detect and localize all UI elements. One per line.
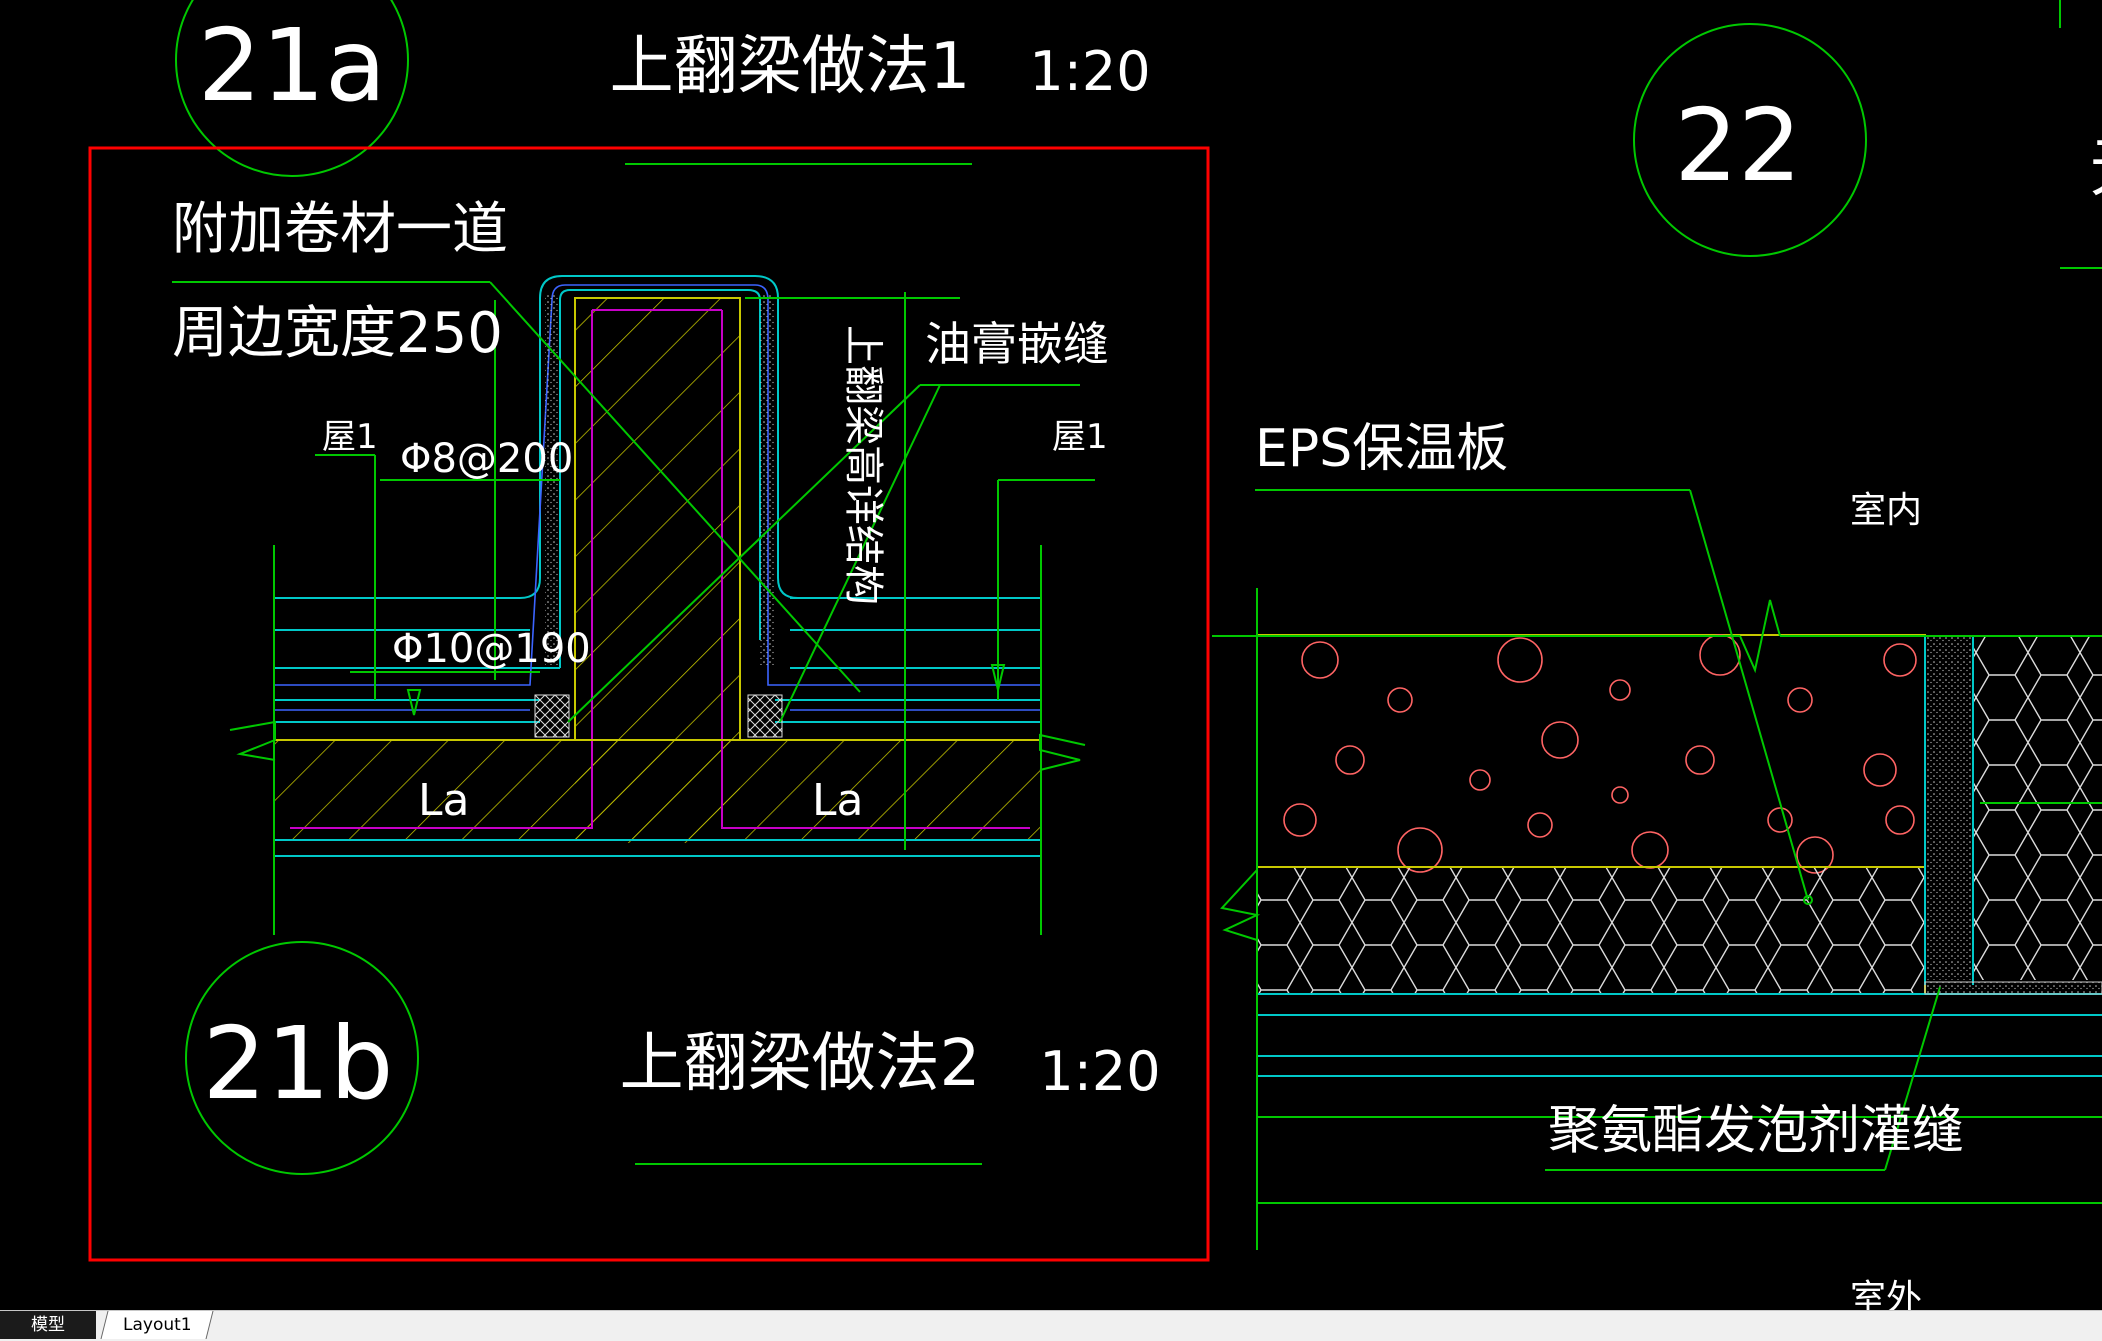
detail-marker-21b: 21b [203, 1005, 394, 1122]
anchor-label-left: La [418, 775, 469, 826]
detail-22-linework [1212, 489, 2102, 1250]
layout-tab-bar: 模型 Layout1 [0, 1310, 2102, 1341]
detail-21b-section[interactable]: 附加卷材一道 周边宽度250 屋1 屋1 Φ8@200 Φ10@190 油膏嵌缝… [172, 197, 1109, 935]
leader-lines [172, 281, 1095, 723]
detail-marker-circle-22 [1633, 23, 1867, 257]
tab-layout1-label: Layout1 [122, 1315, 192, 1335]
tab-model[interactable]: 模型 [0, 1311, 96, 1339]
sealant-label: 油膏嵌缝 [925, 317, 1109, 371]
tab-layout1[interactable]: Layout1 [100, 1311, 214, 1339]
model-space-canvas[interactable]: 21a 上翻梁做法1 1:20 [0, 0, 2102, 1310]
cropped-title-char: 无 [2090, 132, 2102, 206]
detail-marker-circle-21a [175, 0, 409, 177]
level-label-right: 屋1 [1052, 417, 1108, 457]
rebar-lines [290, 310, 1030, 829]
detail-22[interactable]: 22 无 [1212, 0, 2102, 1310]
aggregate-layer [1256, 634, 1926, 868]
detail-scale-21b: 1:20 [1039, 1040, 1160, 1103]
beam-height-label: 上翻梁高详结构 [840, 325, 886, 605]
foam-joint [1925, 635, 1973, 980]
note-additional-membrane: 附加卷材一道 [172, 197, 508, 262]
detail-marker-circle-21b [185, 941, 419, 1175]
aggregate-circles [1283, 634, 1917, 874]
detail-marker-22: 22 [1674, 87, 1801, 204]
detail-21b-header: 21b 上翻梁做法2 1:20 [185, 941, 1161, 1175]
detail-21a-header: 21a 上翻梁做法1 1:20 [175, 0, 1151, 177]
note-perimeter-width: 周边宽度250 [172, 301, 503, 366]
eps-board-label: EPS保温板 [1255, 419, 1508, 479]
cad-drawing[interactable]: 21a 上翻梁做法1 1:20 [0, 0, 2102, 1310]
rebar-label-phi8: Φ8@200 [400, 436, 573, 482]
sealant-right [747, 694, 783, 738]
detail-title-21a: 上翻梁做法1 [610, 30, 971, 104]
outdoor-label: 室外 [1850, 1278, 1922, 1310]
tab-model-label: 模型 [31, 1315, 65, 1335]
detail-marker-21a: 21a [198, 7, 387, 124]
beam-hatch [575, 298, 740, 843]
detail-scale-21a: 1:20 [1029, 40, 1150, 103]
indoor-label: 室内 [1850, 490, 1922, 531]
selection-rectangle[interactable] [88, 146, 1210, 1262]
rebar-label-phi10: Φ10@190 [392, 626, 591, 672]
wall-insulation [1973, 635, 2102, 980]
level-label-left: 屋1 [322, 417, 378, 457]
detail-title-21b: 上翻梁做法2 [620, 1027, 981, 1101]
waterproof-layers [275, 275, 1040, 723]
anchor-label-right: La [812, 775, 863, 826]
foam-joint-label: 聚氨酯发泡剂灌缝 [1548, 1101, 1964, 1161]
sealant-left [534, 694, 570, 738]
eps-insulation-layer [1256, 866, 1926, 995]
